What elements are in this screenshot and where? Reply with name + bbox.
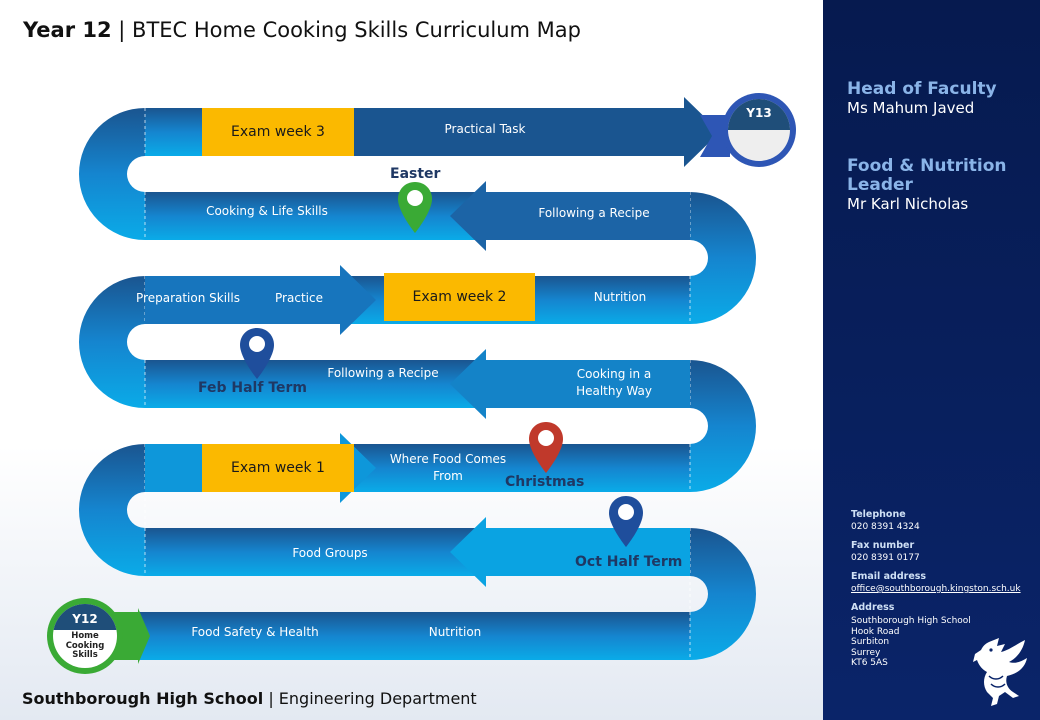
address-line4: Surrey — [851, 647, 881, 658]
footer-department: Engineering Department — [278, 689, 477, 708]
topic-practice: Practice — [275, 291, 323, 305]
topic-practical-task: Practical Task — [444, 122, 526, 136]
start-badge-line3: Skills — [72, 650, 98, 660]
telephone-value: 020 8391 4324 — [851, 522, 920, 532]
topic-cooking-healthy-way-line1: Cooking in a — [576, 367, 652, 381]
topic-following-recipe-2: Following a Recipe — [327, 366, 439, 380]
topic-where-food-line1: Where Food Comes — [389, 452, 507, 466]
fax-label: Fax number — [851, 540, 915, 551]
start-badge-line2: Cooking — [65, 640, 105, 651]
exam-week-1: Exam week 1 — [202, 444, 354, 492]
oct-half-term-location-pin-icon — [609, 496, 643, 547]
topic-following-recipe-1: Following a Recipe — [538, 206, 650, 220]
road-row-7 — [100, 612, 690, 660]
email-label: Email address — [851, 571, 927, 582]
road-dividers — [144, 108, 691, 660]
griffin-crest-icon — [973, 638, 1027, 706]
telephone-label: Telephone — [851, 509, 906, 520]
topic-cooking-healthy-way: Cooking in a Healthy Way — [566, 366, 662, 400]
road-left-turns — [79, 108, 145, 576]
start-badge-line1: Home — [71, 631, 99, 641]
address-block: Southborough High School Hook Road Surbi… — [851, 616, 971, 669]
leader-role-line2: Leader — [847, 175, 913, 195]
arrow-row-4 — [450, 349, 690, 419]
start-badge: Y12 Home Cooking Skills — [47, 598, 123, 674]
topic-food-groups: Food Groups — [292, 546, 368, 560]
page-footer: Southborough High School | Engineering D… — [22, 689, 477, 708]
address-line5: KT6 5AS — [851, 658, 888, 668]
curriculum-map-area: Year 12 | BTEC Home Cooking Skills Curri… — [0, 0, 823, 720]
head-of-faculty-role: Head of Faculty — [847, 79, 997, 99]
address-line3: Surbiton — [851, 637, 890, 647]
event-easter: Easter — [390, 166, 441, 182]
easter-location-pin-icon — [398, 182, 432, 233]
food-nutrition-leader-name: Mr Karl Nicholas — [847, 195, 969, 213]
topic-nutrition-2: Nutrition — [428, 625, 482, 639]
feb-half-term-location-pin-icon — [240, 328, 274, 379]
arrow-row-2 — [450, 181, 690, 251]
title-separator: | — [111, 18, 133, 42]
end-badge-code: Y13 — [728, 99, 790, 130]
sidebar: Head of Faculty Ms Mahum Javed Food & Nu… — [823, 0, 1040, 720]
christmas-location-pin-icon — [529, 422, 563, 473]
end-badge: Y13 — [722, 93, 796, 167]
food-nutrition-leader-role: Food & Nutrition Leader — [847, 157, 1007, 195]
title-year: Year 12 — [23, 18, 112, 42]
head-of-faculty-name: Ms Mahum Javed — [847, 99, 975, 117]
fax-value: 020 8391 0177 — [851, 553, 920, 563]
address-line2: Hook Road — [851, 626, 900, 637]
end-badge-face: Y13 — [728, 99, 790, 161]
topic-where-food-line2: From — [433, 469, 463, 483]
event-christmas: Christmas — [505, 474, 585, 490]
start-badge-face: Y12 Home Cooking Skills — [53, 604, 117, 668]
email-link[interactable]: office@southborough.kingston.sch.uk — [851, 584, 1021, 594]
page-title: Year 12 | BTEC Home Cooking Skills Curri… — [23, 18, 581, 42]
footer-separator: | — [263, 689, 279, 708]
road-right-turns — [690, 192, 756, 660]
start-badge-code: Y12 — [53, 604, 117, 630]
event-oct-half-term: Oct Half Term — [575, 554, 683, 570]
address-line1: Southborough High School — [851, 616, 971, 626]
arrow-row-3 — [145, 265, 376, 335]
topic-preparation-skills: Preparation Skills — [136, 291, 240, 305]
address-label: Address — [851, 602, 895, 613]
topic-cooking-healthy-way-line2: Healthy Way — [576, 384, 652, 398]
curriculum-road — [79, 97, 756, 664]
title-text: BTEC Home Cooking Skills Curriculum Map — [132, 18, 581, 42]
arrow-row-6 — [450, 517, 690, 587]
leader-role-line1: Food & Nutrition — [847, 156, 1007, 176]
event-feb-half-term: Feb Half Term — [198, 380, 307, 396]
exam-week-2: Exam week 2 — [384, 273, 535, 321]
topic-cooking-life-skills: Cooking & Life Skills — [206, 204, 328, 218]
topic-nutrition-1: Nutrition — [593, 290, 647, 304]
start-badge-caption: Home Cooking Skills — [53, 631, 117, 661]
footer-school: Southborough High School — [22, 689, 264, 708]
topic-food-safety-health: Food Safety & Health — [191, 625, 319, 639]
exam-week-3: Exam week 3 — [202, 108, 354, 156]
arrow-row-1 — [354, 97, 720, 167]
topic-where-food-comes-from: Where Food Comes From — [384, 451, 512, 485]
